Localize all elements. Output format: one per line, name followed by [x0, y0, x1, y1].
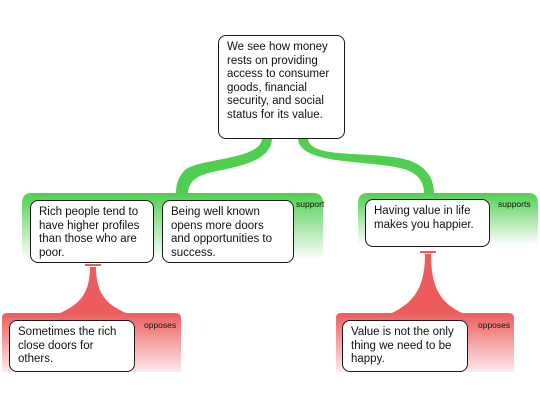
oppose-label-right: opposes	[478, 320, 511, 330]
oppose-connector-left	[60, 267, 126, 313]
oppose-connector-right	[392, 254, 462, 313]
oppose-bar-right	[420, 251, 436, 253]
oppose-label-left: opposes	[144, 320, 177, 330]
premise-box-value-happier[interactable]: Having value in life makes you happier.	[365, 199, 490, 247]
premise-box-well-known[interactable]: Being well known opens more doors and op…	[162, 200, 294, 263]
objection-box-rich-close-doors[interactable]: Sometimes the rich close doors for other…	[9, 320, 135, 372]
support-connector-right	[298, 138, 434, 193]
main-claim-box[interactable]: We see how money rests on providing acce…	[218, 35, 345, 139]
premise-box-rich-profiles[interactable]: Rich people tend to have higher profiles…	[30, 200, 154, 263]
support-label-right: supports	[498, 199, 531, 209]
objection-box-value-not-only[interactable]: Value is not the only thing we need to b…	[342, 320, 468, 372]
support-connector-left	[176, 138, 272, 193]
oppose-bar-left	[85, 264, 101, 266]
support-label-left: support	[296, 199, 325, 209]
